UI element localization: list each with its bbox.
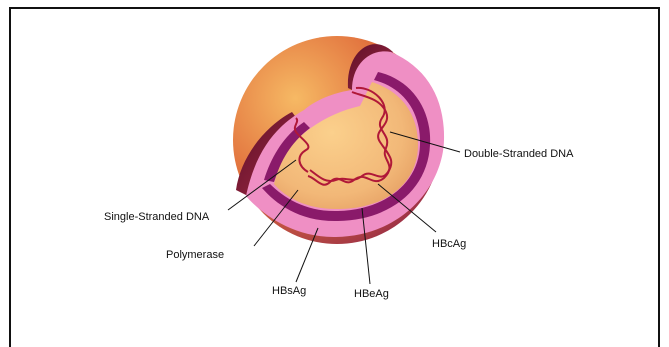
label-single-stranded-dna: Single-Stranded DNA [104,211,210,223]
label-hbsag: HBsAg [272,285,306,297]
label-polymerase: Polymerase [166,249,224,261]
label-hbcag: HBcAg [432,238,466,250]
label-double-stranded-dna: Double-Stranded DNA [464,148,574,160]
hbv-virion-diagram: Double-Stranded DNA Single-Stranded DNA … [0,0,669,337]
label-hbeag: HBeAg [354,288,389,300]
